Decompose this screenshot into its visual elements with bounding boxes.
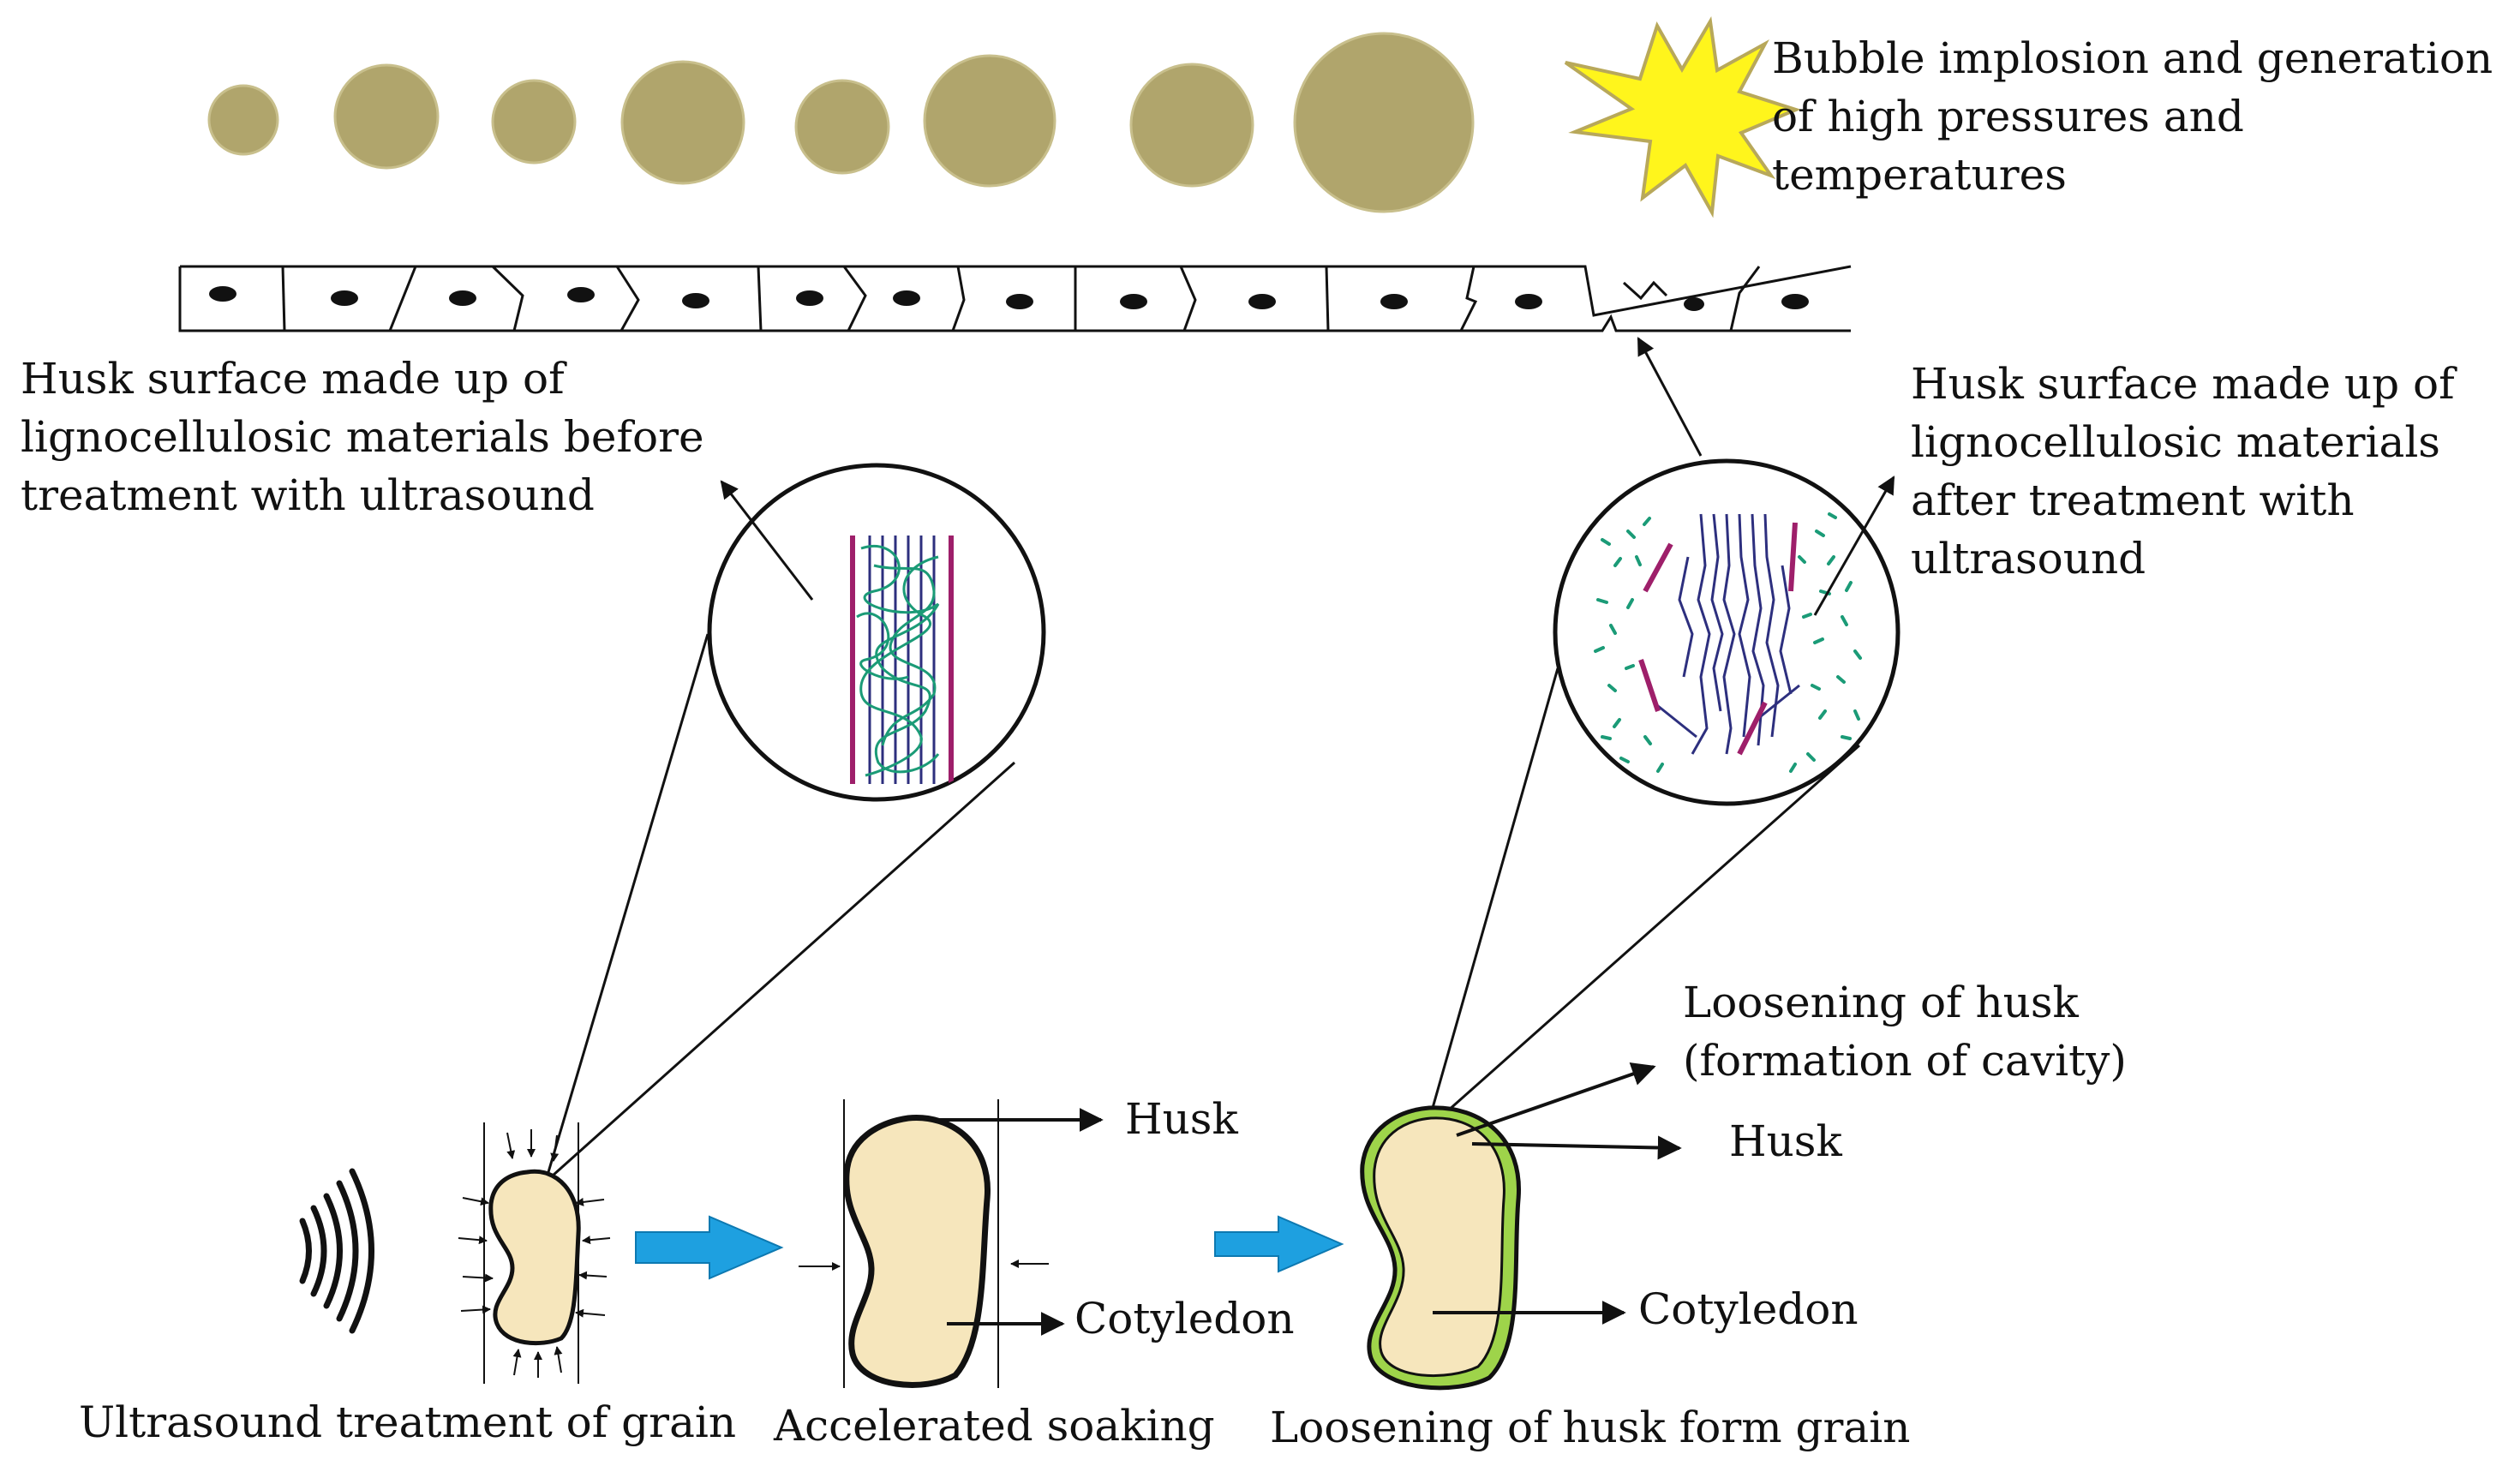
- bubble: [794, 79, 890, 175]
- caption-loosening: Loosening of husk form grain: [1270, 1403, 1911, 1452]
- bubble: [491, 79, 577, 165]
- bubble: [1293, 32, 1475, 213]
- implosion-star-icon: [1564, 16, 1801, 218]
- soaking-husk-label: Husk: [1125, 1094, 1238, 1144]
- husk-after-label: Husk surface made up of lignocellulosic …: [1911, 359, 2455, 583]
- bubble: [1129, 63, 1254, 188]
- cell-nuclei: [209, 286, 1809, 311]
- grain-kernel: [843, 1115, 991, 1388]
- bubble: [207, 84, 279, 156]
- blue-flow-arrow-icon: [635, 1215, 784, 1280]
- caption-soaking: Accelerated soaking: [774, 1401, 1215, 1451]
- cavitation-bubbles: [207, 32, 1475, 213]
- loosened-husk-label: Husk: [1729, 1116, 1842, 1166]
- ultrasound-grain: [458, 1122, 611, 1384]
- husk-pointer: [1471, 1135, 1682, 1160]
- loosened-grain: [1360, 1062, 1682, 1391]
- loosened-cotyledon-label: Cotyledon: [1638, 1284, 1859, 1334]
- bubble: [333, 63, 440, 170]
- cavity-pointer: [1456, 1062, 1656, 1137]
- husk-after-magnifier: [1429, 458, 1900, 1120]
- bubble: [620, 60, 745, 185]
- loosening-label: Loosening of husk (formation of cavity): [1683, 978, 2127, 1086]
- blue-flow-arrow-icon: [1214, 1215, 1344, 1273]
- bubble: [923, 54, 1056, 188]
- husk-before-magnifier: [547, 463, 1046, 1177]
- husk-before-pointer: [720, 480, 814, 601]
- soaking-cotyledon-label: Cotyledon: [1074, 1294, 1295, 1343]
- implosion-label: Bubble implosion and generation of high …: [1772, 33, 2493, 200]
- husk-after-pointer: [1813, 476, 1895, 616]
- strip-pointer: [1637, 337, 1703, 457]
- caption-ultrasound: Ultrasound treatment of grain: [79, 1397, 737, 1447]
- soaking-grain: [799, 1099, 1104, 1388]
- husk-before-label: Husk surface made up of lignocellulosic …: [21, 354, 704, 520]
- sound-waves-icon: [299, 1168, 374, 1334]
- husk-cell-strip: [178, 265, 1852, 332]
- grain-kernel: [488, 1169, 581, 1346]
